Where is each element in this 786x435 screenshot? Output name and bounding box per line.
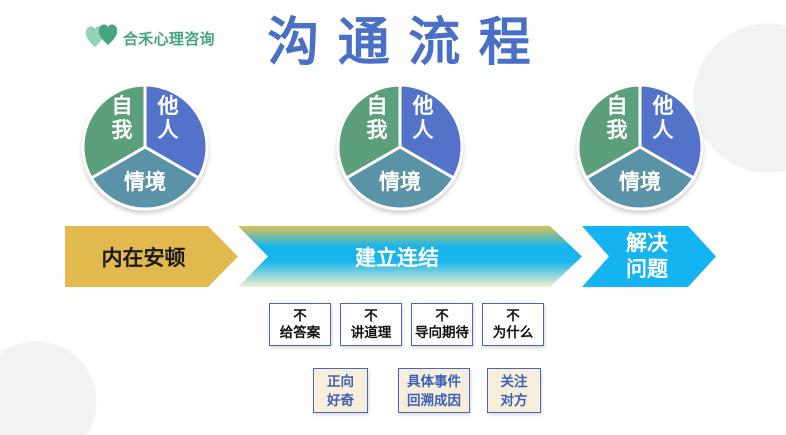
step-inner-calm-label: 内在安顿: [101, 246, 186, 270]
slice-self: [81, 83, 147, 180]
label-others: 他人: [412, 95, 434, 142]
principle-bottom: 讲道理: [350, 325, 392, 340]
pie-1: 自我 他人 情境: [80, 82, 210, 212]
pie-2: 自我 他人 情境: [335, 82, 465, 212]
step-resolve-label: 解决 问题: [582, 231, 712, 283]
pie-3: 自我 他人 情境: [575, 82, 705, 212]
method-line-2: 回溯成因: [407, 393, 461, 408]
label-self: 自我: [366, 95, 388, 142]
page-title: 沟 通 流 程: [267, 14, 533, 72]
label-context: 情境: [124, 171, 166, 194]
label-self: 自我: [606, 95, 628, 142]
twin-heart-icon: [85, 24, 118, 47]
label-others: 他人: [157, 95, 179, 142]
slice-context: [89, 145, 201, 211]
method-line-1: 具体事件: [407, 374, 461, 389]
principle-bottom: 导向期待: [415, 325, 469, 340]
slice-context: [584, 145, 696, 211]
label-others: 他人: [652, 95, 674, 142]
principle-box-no-expectations: 不 导向期待: [411, 303, 473, 346]
principle-box-no-why: 不 为什么: [482, 303, 544, 346]
pie-2-graphic: [336, 83, 464, 211]
principle-box-no-answers: 不 给答案: [269, 303, 331, 346]
step-resolve-line-1: 解决: [626, 231, 668, 255]
slice-context: [344, 145, 456, 211]
method-box-focus-other: 关注 对方: [487, 368, 541, 413]
principle-top: 不: [506, 308, 520, 323]
method-line-1: 关注: [500, 374, 528, 389]
slice-self: [576, 83, 642, 180]
principle-bottom: 为什么: [492, 325, 534, 340]
label-self: 自我: [111, 95, 133, 142]
principle-bottom: 给答案: [279, 325, 321, 340]
label-context: 情境: [379, 171, 421, 194]
pie-1-graphic: [81, 83, 209, 211]
step-connect-label: 建立连结: [355, 246, 439, 270]
principle-box-no-lecturing: 不 讲道理: [340, 303, 402, 346]
label-context: 情境: [619, 171, 661, 194]
step-connect: 建立连结: [238, 226, 582, 287]
pie-3-graphic: [576, 83, 704, 211]
step-inner-calm: 内在安顿: [65, 226, 238, 287]
method-box-curiosity: 正向 好奇: [313, 368, 368, 413]
method-line-2: 好奇: [327, 393, 354, 408]
logo-heart-dark: [98, 24, 118, 45]
method-box-trace-events: 具体事件 回溯成因: [398, 368, 470, 413]
principle-top: 不: [364, 308, 378, 323]
logo: 合禾心理咨询: [84, 18, 215, 52]
slice-self: [336, 83, 402, 180]
method-line-1: 正向: [327, 374, 354, 389]
logo-text: 合禾心理咨询: [123, 30, 215, 48]
step-resolve-line-2: 问题: [626, 257, 668, 281]
principle-top: 不: [293, 308, 307, 323]
method-line-2: 对方: [500, 393, 528, 408]
principle-top: 不: [435, 308, 449, 323]
